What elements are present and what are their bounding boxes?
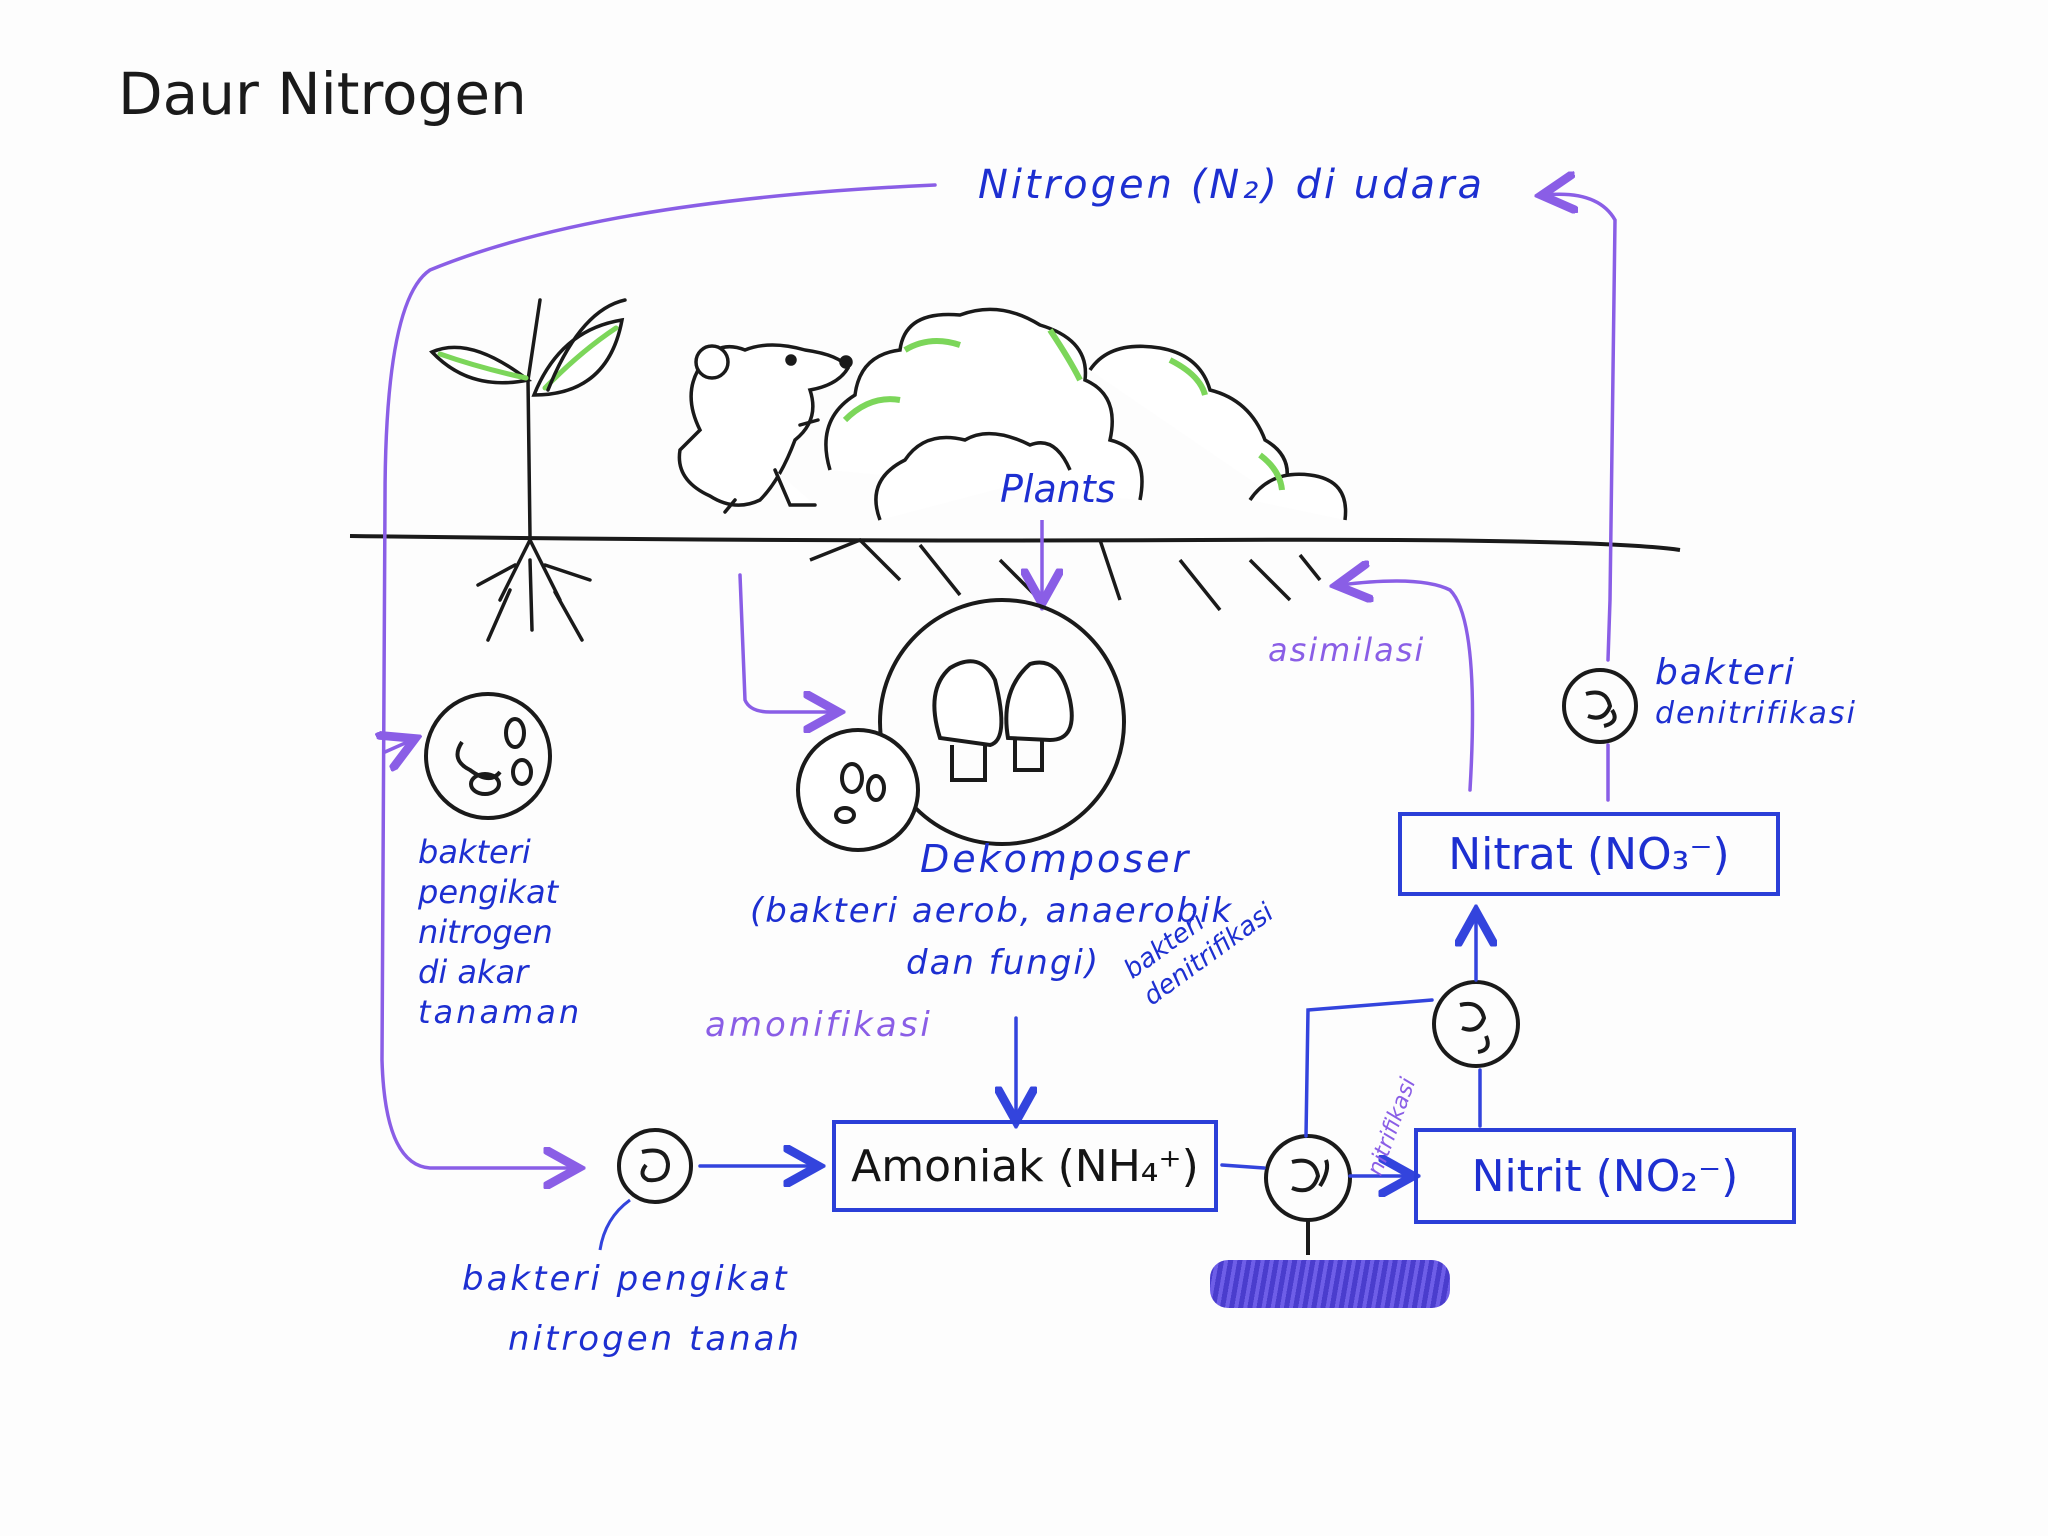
nitrifier-branch-line — [1304, 998, 1434, 1138]
root-bacteria-line-5: tanaman — [418, 993, 583, 1031]
nitrifying-bacteria-icon-1 — [1264, 1134, 1352, 1255]
root-bacteria-line-2: pengikat — [418, 873, 559, 911]
bush-icon — [809, 307, 1348, 612]
nitrate-formula: (NO₃⁻) — [1586, 828, 1730, 880]
page-title: Daur Nitrogen — [118, 60, 527, 128]
mouse-icon — [677, 343, 853, 514]
denitrification-arrow — [1545, 194, 1617, 662]
root-branch-arrow — [385, 740, 412, 752]
denitrifying-line-2: denitrifikasi — [1655, 696, 1857, 731]
decomposer-fungi-icon — [878, 598, 1126, 846]
ammonia-box: Amoniak (NH₄⁺) — [832, 1120, 1218, 1212]
root-bacteria-line-1: bakteri — [418, 833, 531, 871]
ground-line — [349, 534, 1681, 552]
mouse-to-decomposer-arrow — [738, 573, 835, 712]
root-bacteria-line-4: di akar — [418, 953, 529, 991]
air-to-soil-arrow — [380, 183, 937, 1168]
nitrite-formula: (NO₂⁻) — [1595, 1150, 1739, 1202]
root-bacteria-line-3: nitrogen — [418, 913, 553, 951]
nitrate-box: Nitrat (NO₃⁻) — [1398, 812, 1780, 896]
denitrifying-line-1: bakteri — [1655, 652, 1796, 693]
soil-bacteria-label-2: nitrogen tanah — [508, 1319, 803, 1359]
nitrite-to-nitrate-arrow — [1476, 915, 1480, 1128]
root-bacteria-icon — [424, 692, 552, 820]
nitrite-box: Nitrit (NO₂⁻) — [1414, 1128, 1796, 1224]
denitrifying-bacteria-icon — [1562, 668, 1638, 744]
ammonia-formula: (NH₄⁺) — [1057, 1140, 1199, 1192]
nitrate-name: Nitrat — [1448, 828, 1573, 880]
ammonia-to-nitrite-arrow — [1220, 1165, 1410, 1176]
seedling-icon — [429, 298, 627, 642]
plants-label: Plants — [1000, 467, 1116, 511]
decomposer-detail-2: dan fungi) — [906, 943, 1101, 983]
decomposer-detail-1: (bakteri aerob, anaerobik — [750, 891, 1234, 931]
scribbled-out-text — [1210, 1260, 1450, 1308]
assimilation-arrow — [1340, 581, 1475, 792]
soil-bacteria-icon — [617, 1128, 693, 1204]
ammonia-name: Amoniak — [851, 1140, 1044, 1192]
nitrifying-bacteria-icon-2 — [1432, 980, 1520, 1068]
ammonification-label: amonifikasi — [705, 1005, 933, 1045]
soil-bacteria-label-1: bakteri pengikat — [462, 1259, 790, 1299]
decomposer-bacteria-icon — [796, 728, 920, 852]
root-bacteria-label: bakteri pengikat nitrogen di akar tanama… — [418, 832, 582, 1032]
denitrifying-bacteria-label: bakteri denitrifikasi — [1655, 650, 1857, 733]
nitrite-name: Nitrit — [1471, 1150, 1582, 1202]
air-nitrogen-label: Nitrogen (N₂) di udara — [978, 162, 1486, 208]
assimilation-label: asimilasi — [1268, 631, 1426, 669]
decomposer-title: Dekomposer — [920, 837, 1192, 881]
